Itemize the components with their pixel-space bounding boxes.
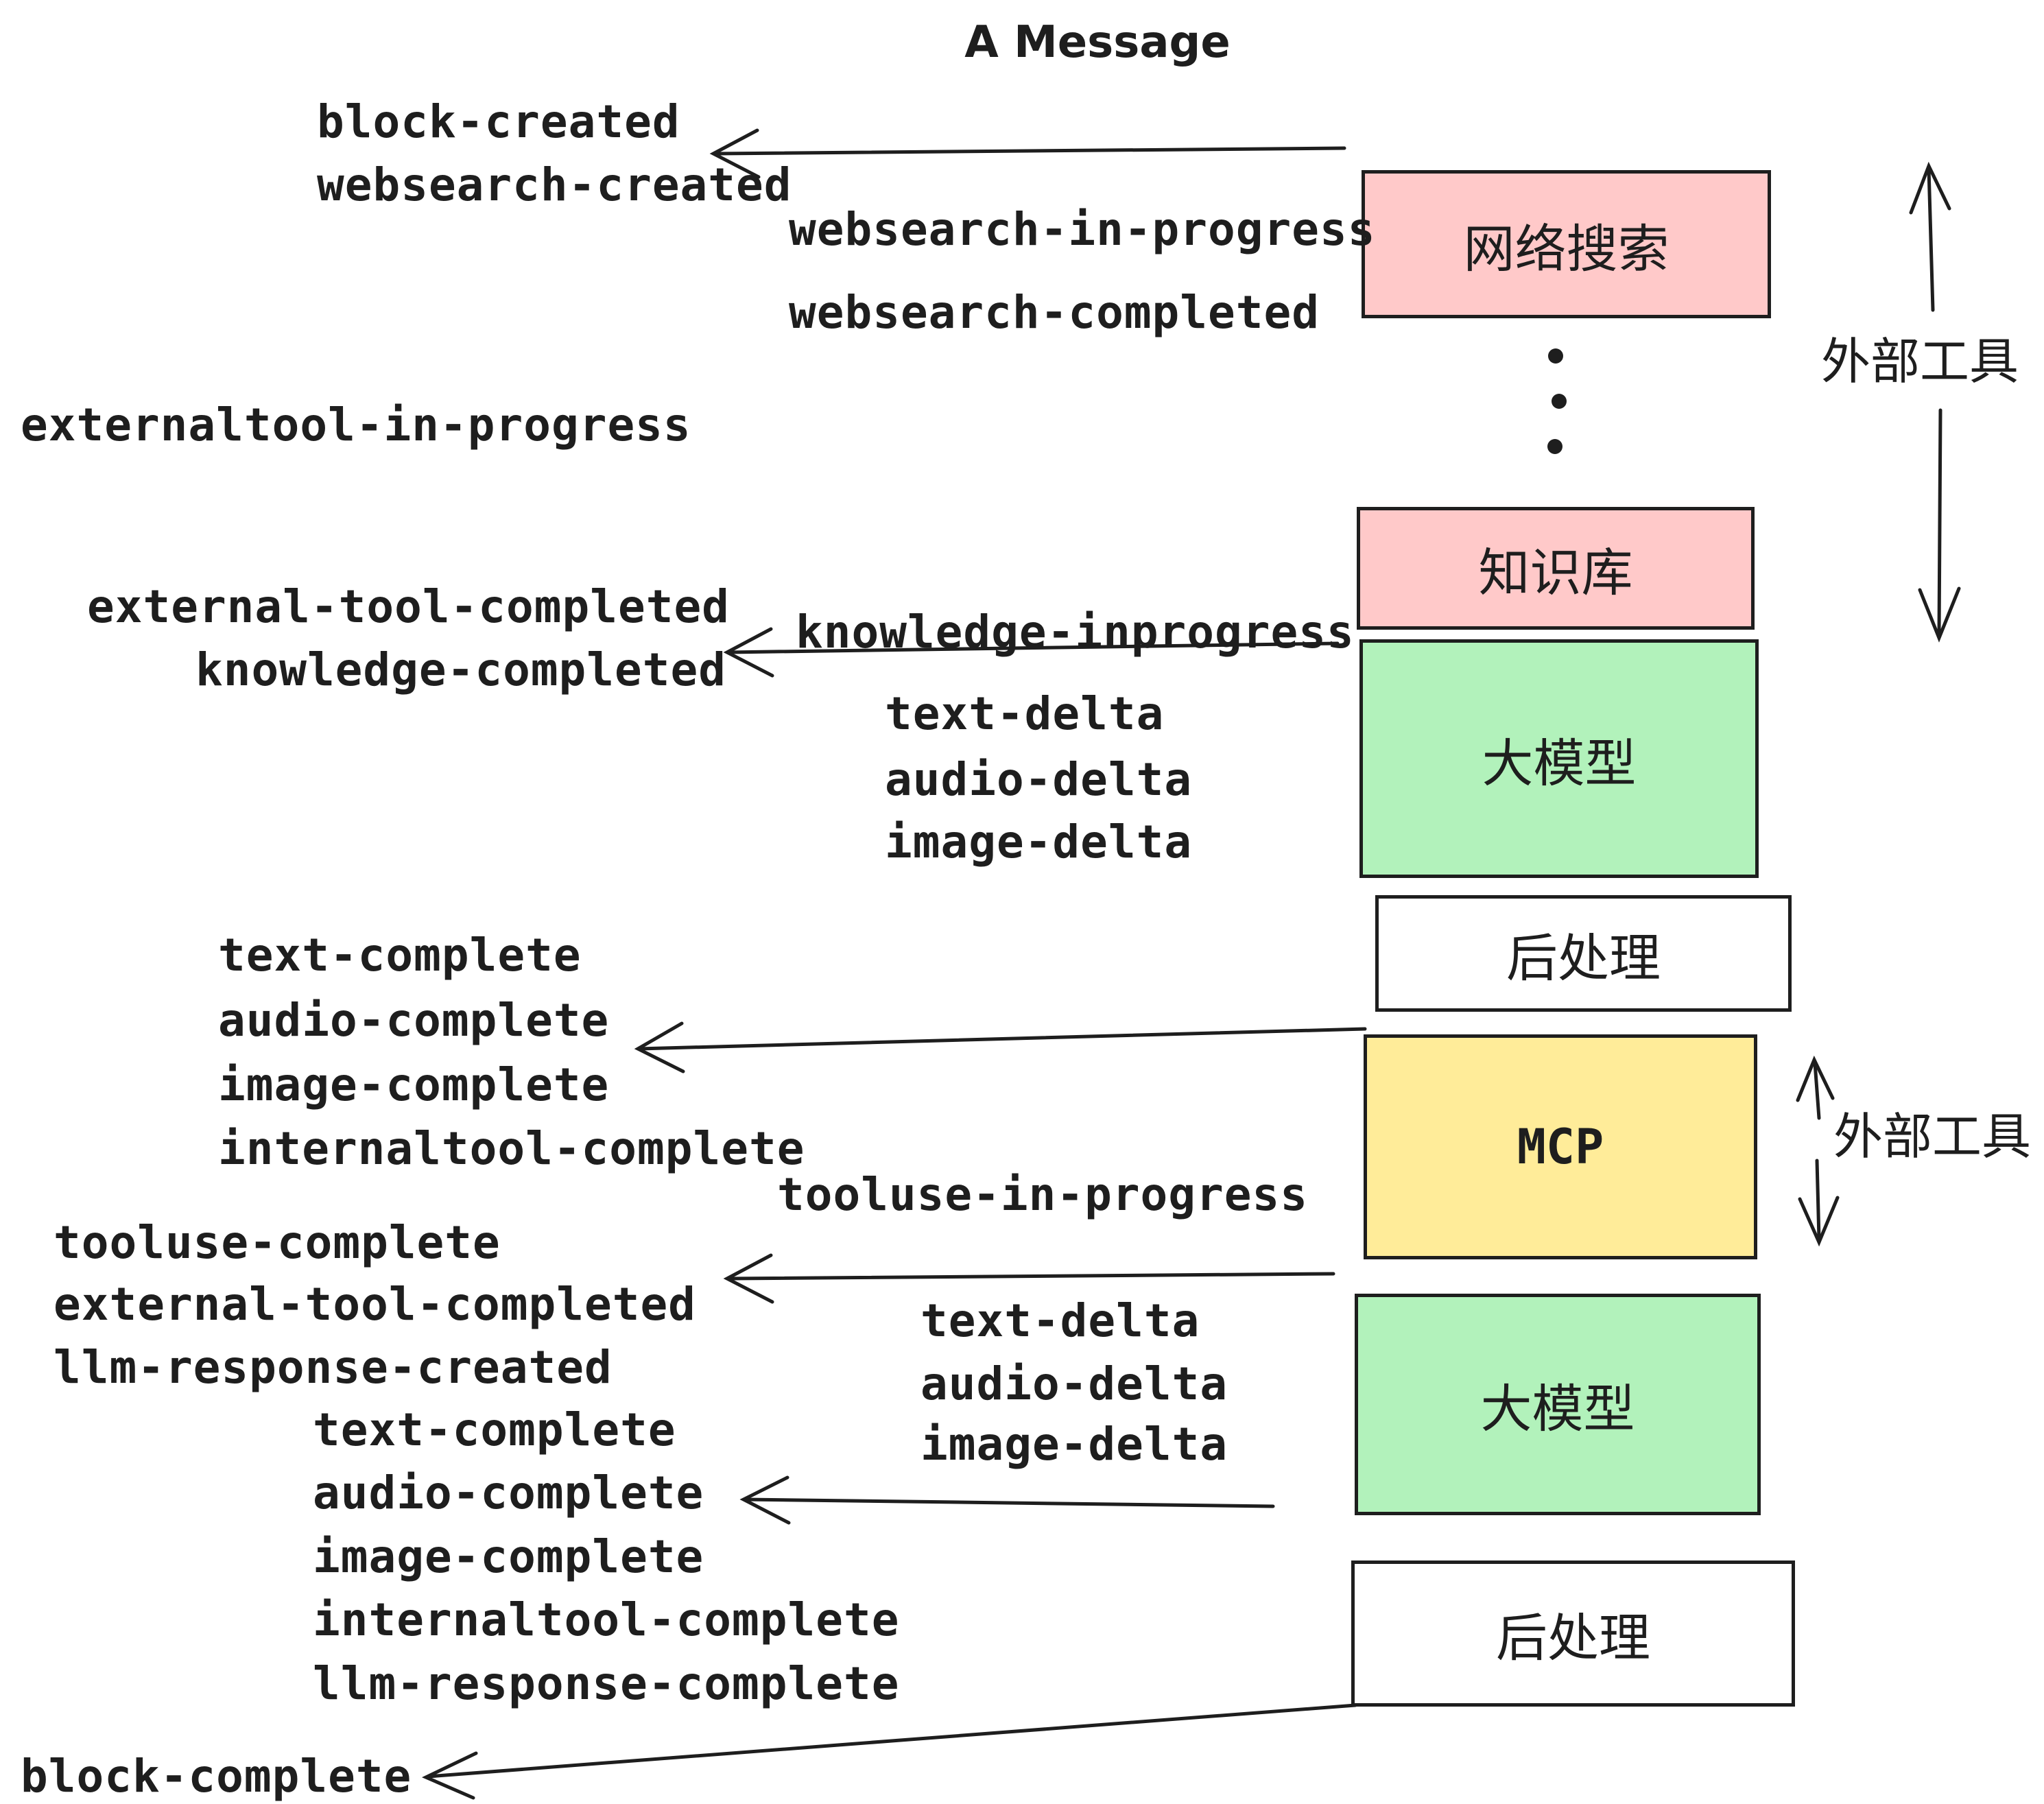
event-llm-response-complete: llm-response-complete: [313, 1657, 900, 1710]
event-audio-complete-1: audio-complete: [218, 994, 610, 1047]
box-knowledge-base: 知识库: [1357, 507, 1755, 630]
event-external-tool-completed-1: external-tool-completed: [87, 580, 730, 633]
event-websearch-completed: websearch-completed: [789, 286, 1320, 339]
event-websearch-in-progress: websearch-in-progress: [789, 203, 1376, 256]
event-text-complete-1: text-complete: [218, 929, 582, 982]
box-postprocess-2: 后处理: [1351, 1560, 1795, 1707]
box-llm-2-label: 大模型: [1480, 1379, 1635, 1439]
event-image-complete-2: image-complete: [313, 1530, 704, 1583]
box-mcp: MCP: [1364, 1034, 1757, 1259]
box-websearch: 网络搜索: [1362, 170, 1771, 318]
ellipsis-dots: [1547, 348, 1567, 454]
event-internaltool-complete-1: internaltool-complete: [218, 1122, 805, 1175]
event-tooluse-complete: tooluse-complete: [54, 1216, 501, 1269]
event-image-delta-1: image-delta: [885, 816, 1193, 868]
arrow-to-block-complete: [421, 1703, 1357, 1800]
external-tools-mid-up-arrow: [1796, 1055, 1835, 1120]
external-tools-up-arrow: [1909, 161, 1951, 312]
box-llm-1: 大模型: [1359, 639, 1759, 878]
box-postprocess-1: 后处理: [1375, 895, 1792, 1012]
event-internaltool-complete-2: internaltool-complete: [313, 1593, 900, 1646]
event-tooluse-in-progress: tooluse-in-progress: [777, 1168, 1308, 1221]
event-knowledge-inprogress: knowledge-inprogress: [796, 606, 1355, 658]
box-knowledge-base-label: 知识库: [1478, 543, 1633, 603]
box-mcp-label: MCP: [1517, 1119, 1604, 1175]
event-audio-delta-2: audio-delta: [920, 1357, 1228, 1410]
external-tools-down-arrow: [1918, 408, 1961, 643]
arrow-to-audio-complete: [739, 1475, 1275, 1525]
event-text-delta-2: text-delta: [920, 1294, 1200, 1347]
event-audio-delta-1: audio-delta: [885, 753, 1193, 806]
box-websearch-label: 网络搜索: [1463, 218, 1669, 279]
box-llm-1-label: 大模型: [1482, 733, 1637, 794]
external-tools-label-top: 外部工具: [1821, 333, 2019, 390]
event-block-complete: block-complete: [21, 1750, 412, 1803]
box-postprocess-1-label: 后处理: [1506, 927, 1661, 988]
box-llm-2: 大模型: [1355, 1294, 1761, 1515]
external-tools-label-mid: 外部工具: [1833, 1108, 2032, 1165]
event-external-tool-completed-2: external-tool-completed: [54, 1278, 696, 1331]
arrow-to-image-complete: [634, 1021, 1367, 1073]
event-text-complete-2: text-complete: [313, 1403, 676, 1456]
event-externaltool-in-progress: externaltool-in-progress: [21, 399, 691, 451]
event-image-complete-1: image-complete: [218, 1058, 610, 1111]
arrow-to-knowledge-completed: [723, 627, 1340, 678]
event-llm-response-created: llm-response-created: [54, 1341, 613, 1394]
box-postprocess-2-label: 后处理: [1495, 1608, 1650, 1668]
event-audio-complete-2: audio-complete: [313, 1467, 704, 1519]
external-tools-mid-down-arrow: [1798, 1159, 1840, 1247]
event-block-created: block-created: [317, 95, 680, 148]
arrow-to-tooluse-complete: [723, 1253, 1335, 1304]
diagram-title: A Message: [964, 17, 1231, 68]
event-text-delta-1: text-delta: [885, 687, 1165, 740]
event-image-delta-2: image-delta: [920, 1418, 1228, 1471]
event-websearch-created: websearch-created: [317, 158, 792, 211]
arrow-to-block-created: [709, 128, 1346, 179]
event-knowledge-completed: knowledge-completed: [195, 643, 726, 696]
